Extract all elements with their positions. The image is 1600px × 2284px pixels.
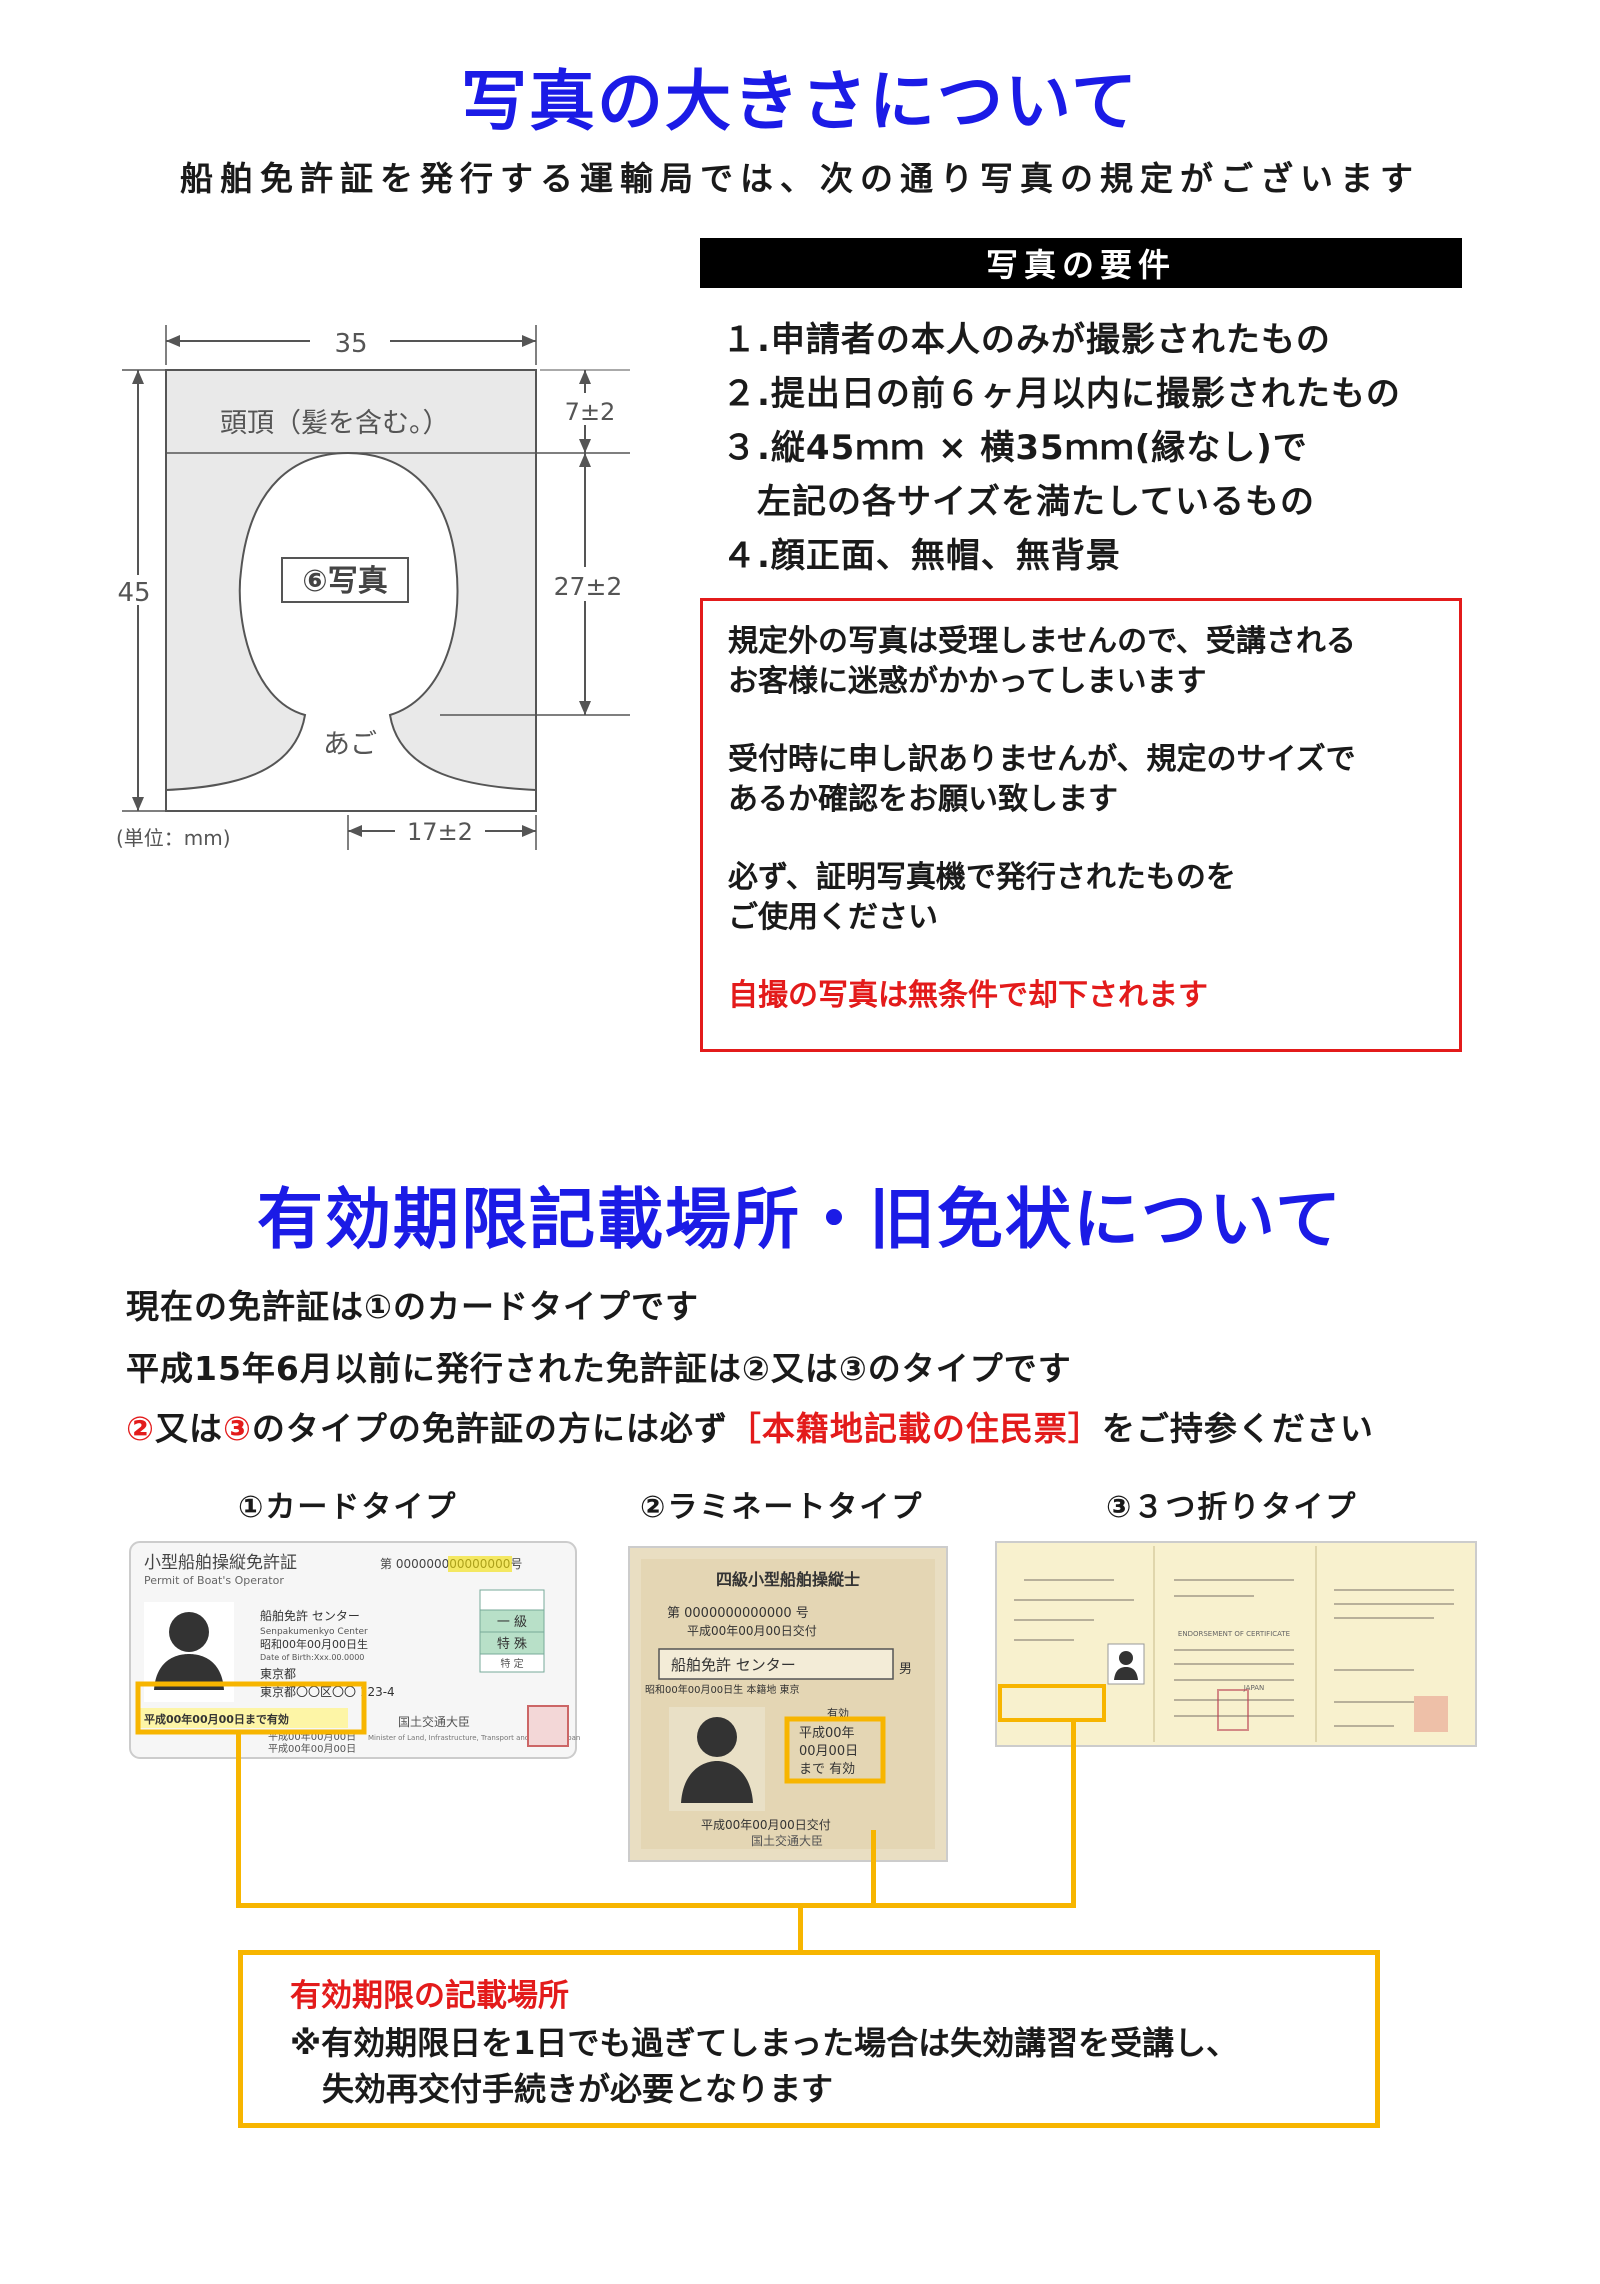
face-length-label: 27±2: [554, 572, 623, 601]
svg-text:東京都: 東京都: [260, 1667, 296, 1681]
photo-size-diagram: 35 45 7±2 27±2 17±2 頭頂（髪を含む。） ⑥写真 あご (単位…: [114, 325, 630, 850]
svg-text:ENDORSEMENT OF CERTIFICATE: ENDORSEMENT OF CERTIFICATE: [1178, 1630, 1290, 1638]
connector-line: [236, 1903, 1076, 1908]
laminate-license-image: 四級小型船舶操縦士 第 0000000000000 号 平成00年00月00日交…: [628, 1546, 948, 1862]
section1-subtitle: 船舶免許証を発行する運輸局では、次の通り写真の規定がございます: [180, 159, 1420, 198]
svg-text:東京都〇〇区〇〇 123-4: 東京都〇〇区〇〇 123-4: [260, 1685, 395, 1699]
svg-text:昭和00年00月00日生 本籍地 東京: 昭和00年00月00日生 本籍地 東京: [645, 1683, 800, 1696]
warning-line: あるか確認をお願い致します: [728, 782, 1118, 817]
info-line-1: 現在の免許証は①のカードタイプです: [126, 1287, 699, 1326]
expiry-box-line: 失効再交付手続きが必要となります: [290, 2070, 834, 2108]
svg-text:JAPAN: JAPAN: [1243, 1684, 1265, 1692]
svg-text:まで 有効: まで 有効: [799, 1762, 855, 1777]
svg-text:Date of Birth:Xxx.00.0000: Date of Birth:Xxx.00.0000: [260, 1653, 364, 1662]
warning-box: [700, 598, 1462, 1052]
expiry-box-title: 有効期限の記載場所: [290, 1978, 569, 2014]
svg-text:平成00年: 平成00年: [799, 1726, 855, 1741]
requirements-heading: 写真の要件: [700, 238, 1462, 288]
requirement-item: ３.縦45ｍｍ × 横35ｍｍ(縁なし)で: [722, 428, 1308, 468]
warning-line: 受付時に申し訳ありませんが、規定のサイズで: [728, 742, 1356, 777]
card-type-license-image: 小型船舶操縦免許証 Permit of Boat's Operator 第 00…: [129, 1541, 580, 1759]
head-label: 頭頂（髪を含む。）: [220, 408, 450, 439]
svg-text:Permit of Boat's Operator: Permit of Boat's Operator: [144, 1574, 284, 1587]
svg-text:一 級: 一 級: [497, 1615, 527, 1630]
jumin-hyo-note: ［本籍地記載の住民票］: [727, 1409, 1102, 1448]
svg-text:国土交通大臣: 国土交通大臣: [751, 1833, 823, 1848]
warning-line: 規定外の写真は受理しませんので、受講される: [728, 624, 1356, 659]
svg-text:男: 男: [899, 1662, 912, 1677]
info-line-3: ②又は③のタイプの免許証の方には必ず［本籍地記載の住民票］をご持参ください: [126, 1409, 1374, 1448]
connector-line: [798, 1906, 803, 1952]
card-type-label-1: ①カードタイプ: [238, 1490, 458, 1525]
unit-label: (単位：mm): [116, 826, 231, 850]
photo-label: ⑥写真: [302, 564, 387, 599]
svg-text:Minister of Land, Infrastructu: Minister of Land, Infrastructure, Transp…: [368, 1734, 580, 1742]
svg-text:00月00日: 00月00日: [799, 1744, 858, 1759]
svg-text:小型船舶操縦免許証: 小型船舶操縦免許証: [144, 1553, 297, 1573]
connector-line: [236, 1730, 241, 1908]
svg-text:第 0000000000000 号: 第 0000000000000 号: [667, 1606, 809, 1621]
svg-text:船舶免許 センター: 船舶免許 センター: [671, 1656, 796, 1674]
height-label: 45: [117, 578, 150, 608]
warning-line: ご使用ください: [728, 900, 938, 935]
warning-line: お客様に迷惑がかかってしまいます: [728, 664, 1207, 699]
requirement-item: 左記の各サイズを満たしているもの: [722, 482, 1315, 522]
card-type-label-2: ②ラミネートタイプ: [640, 1490, 924, 1525]
chin-label: あご: [323, 729, 377, 760]
requirement-item: １.申請者の本人のみが撮影されたもの: [722, 320, 1331, 360]
top-gap-label: 7±2: [565, 398, 616, 426]
section1-title: 写真の大きさについて: [460, 63, 1140, 140]
svg-text:平成00年00月00日まで有効: 平成00年00月00日まで有効: [144, 1712, 289, 1726]
width-label: 35: [334, 329, 367, 359]
svg-text:平成00年00月00日交付: 平成00年00月00日交付: [687, 1623, 817, 1638]
requirement-item: ２.提出日の前６ヶ月以内に撮影されたもの: [722, 374, 1401, 414]
svg-text:昭和00年00月00日生: 昭和00年00月00日生: [260, 1637, 368, 1651]
svg-text:特 定: 特 定: [500, 1657, 523, 1670]
connector-line: [871, 1830, 876, 1908]
svg-text:船舶免許 センター: 船舶免許 センター: [260, 1608, 360, 1623]
trifold-license-image: ENDORSEMENT OF CERTIFICATE JAPAN: [995, 1541, 1477, 1747]
svg-text:四級小型船舶操縦士: 四級小型船舶操縦士: [716, 1570, 860, 1589]
warning-emphasis: 自撮の写真は無条件で却下されます: [728, 978, 1208, 1013]
svg-text:平成00年00月00日: 平成00年00月00日: [268, 1742, 356, 1755]
requirement-item: ４.顔正面、無帽、無背景: [722, 536, 1121, 576]
svg-text:特 殊: 特 殊: [497, 1637, 527, 1652]
expiry-location-box: [238, 1950, 1380, 2128]
card-type-label-3: ③３つ折りタイプ: [1106, 1490, 1358, 1525]
warning-line: 必ず、証明写真機で発行されたものを: [728, 860, 1236, 895]
section2-title: 有効期限記載場所・旧免状について: [256, 1181, 1344, 1258]
connector-line: [1071, 1720, 1076, 1908]
expiry-box-line: ※有効期限日を1日でも過ぎてしまった場合は失効講習を受講し、: [290, 2024, 1239, 2062]
svg-text:Senpakumenkyo Center: Senpakumenkyo Center: [260, 1627, 368, 1637]
chin-width-label: 17±2: [407, 818, 473, 846]
svg-text:国土交通大臣: 国土交通大臣: [398, 1714, 470, 1729]
svg-text:平成00年00月00日交付: 平成00年00月00日交付: [701, 1817, 831, 1832]
info-line-2: 平成15年6月以前に発行された免許証は②又は③のタイプです: [126, 1349, 1072, 1388]
